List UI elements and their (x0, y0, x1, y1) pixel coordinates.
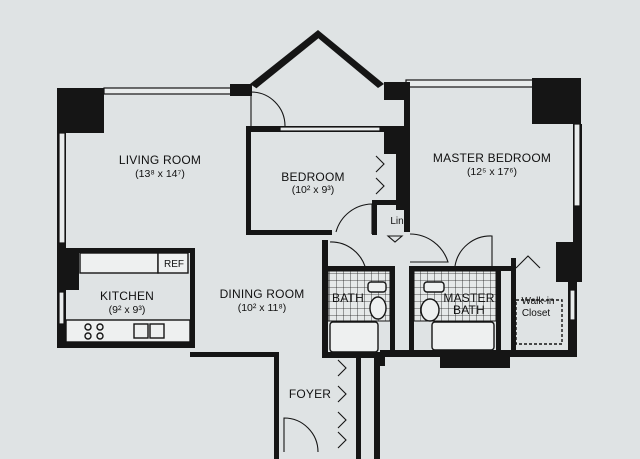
refrigerator-label: REF (164, 259, 184, 270)
kitchen-label: KITCHEN (100, 289, 154, 303)
walk-in-closet-label-line1: Walk-in (522, 296, 555, 307)
master-bath-label-line2: BATH (453, 303, 485, 317)
stove (84, 323, 104, 340)
sink (133, 323, 165, 339)
doors (250, 91, 541, 453)
bathtub (329, 321, 379, 353)
dining-room-label: DINING ROOM (220, 287, 305, 301)
dining-room-dims: (10² x 11⁸) (238, 302, 287, 314)
bedroom-dims: (10² x 9³) (292, 184, 335, 196)
master-bath-label-line1: MASTER (443, 291, 494, 305)
master-bathtub (431, 321, 495, 351)
toilet (369, 296, 387, 320)
kitchen-dims: (9² x 9³) (109, 304, 146, 316)
bath-fixtures (327, 270, 391, 353)
closet-rod (515, 299, 563, 345)
interior-walls (79, 82, 516, 459)
refrigerator (157, 252, 189, 274)
foyer-label: FOYER (289, 387, 331, 401)
walk-in-closet-label-line2: Closet (522, 308, 551, 319)
living-room-dims: (13⁸ x 14⁷) (135, 168, 185, 180)
exterior-walls (57, 30, 582, 459)
bath-sink (367, 281, 387, 293)
linen-closet-label: Lin (390, 216, 403, 227)
bath-label: BATH (332, 291, 364, 305)
master-toilet (420, 298, 440, 322)
master-sink (423, 281, 445, 293)
bedroom-label: BEDROOM (281, 170, 344, 184)
master-bedroom-dims: (12⁵ x 17⁶) (467, 166, 517, 178)
room-labels: LIVING ROOM (13⁸ x 14⁷) BEDROOM (10² x 9… (100, 151, 555, 401)
master-bedroom-label: MASTER BEDROOM (433, 151, 551, 165)
kitchen-fixtures (65, 252, 191, 343)
living-room-label: LIVING ROOM (119, 153, 201, 167)
master-bath-fixtures (413, 270, 563, 351)
